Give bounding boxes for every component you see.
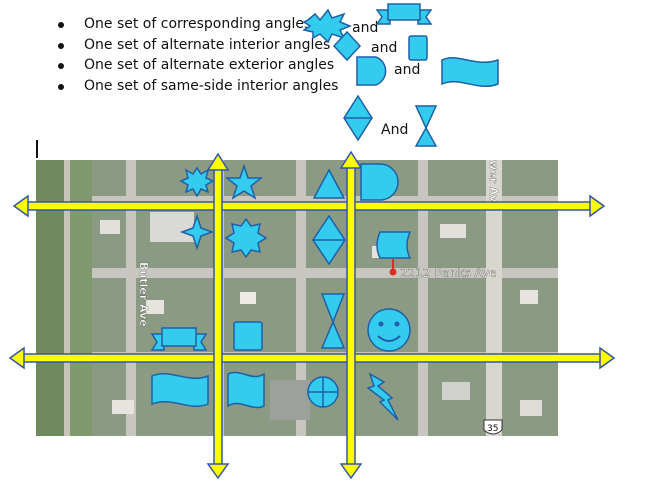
bullet-icon (58, 42, 64, 49)
item-corresponding: One set of corresponding angles (84, 16, 312, 32)
legend-shapes (302, 3, 499, 147)
instruction-list: One set of corresponding angles One set … (58, 14, 338, 96)
bullet-icon (58, 83, 64, 90)
and-label-3: and (394, 62, 421, 78)
legend-hourglass-icon (414, 105, 438, 147)
wave-icon-2 (227, 371, 265, 409)
text-cursor (36, 140, 38, 158)
star-icon (224, 163, 264, 200)
parallel-line-top (12, 194, 606, 218)
list-item: One set of corresponding angles (58, 14, 338, 35)
triangle-icon (312, 168, 346, 199)
smiley-icon (367, 308, 411, 352)
lightning-icon (366, 372, 399, 421)
legend-diamond-icon (332, 30, 362, 62)
street-label-right: wer Ave (487, 160, 500, 210)
wave-icon (151, 372, 209, 408)
address-label: 2212 Banks Ave (400, 266, 497, 280)
legend-ribbon-icon (375, 3, 433, 25)
scroll-square-icon (233, 321, 263, 351)
delay-icon (360, 163, 399, 201)
crosshair-circle-icon (307, 376, 339, 408)
bullet-icon (58, 63, 64, 69)
seven-point-star-icon (224, 217, 268, 259)
list-item: One set of alternate interior angles (58, 35, 338, 56)
transversal-left (206, 152, 230, 480)
route-number: 35 (487, 424, 498, 434)
hourglass-icon (320, 293, 346, 349)
scroll-icon (376, 231, 412, 259)
list-item: One set of alternate exterior angles (58, 55, 338, 76)
item-alternate-exterior: One set of alternate exterior angles (84, 57, 335, 73)
and-label-2: and (371, 40, 398, 56)
item-same-side-interior: One set of same-side interior angles (84, 77, 339, 94)
legend-delay-icon (356, 56, 387, 86)
list-item: One set of same-side interior angles (58, 76, 338, 97)
street-label-butler: Butler Ave (137, 262, 150, 327)
item-alternate-interior: One set of alternate interior angles (84, 36, 331, 53)
transversal-right (339, 150, 363, 480)
angle-markers (150, 163, 412, 421)
legend-scroll-icon (408, 35, 428, 61)
burst-icon (179, 166, 215, 198)
four-point-star-icon (179, 213, 215, 251)
and-label-1: and (352, 20, 379, 36)
parallel-line-bottom (8, 346, 616, 370)
legend-wave-icon (441, 56, 499, 88)
route-shield-icon (483, 419, 503, 435)
and-label-4: And (381, 122, 409, 138)
ribbon-icon (150, 327, 208, 351)
bullet-icon (58, 22, 64, 28)
